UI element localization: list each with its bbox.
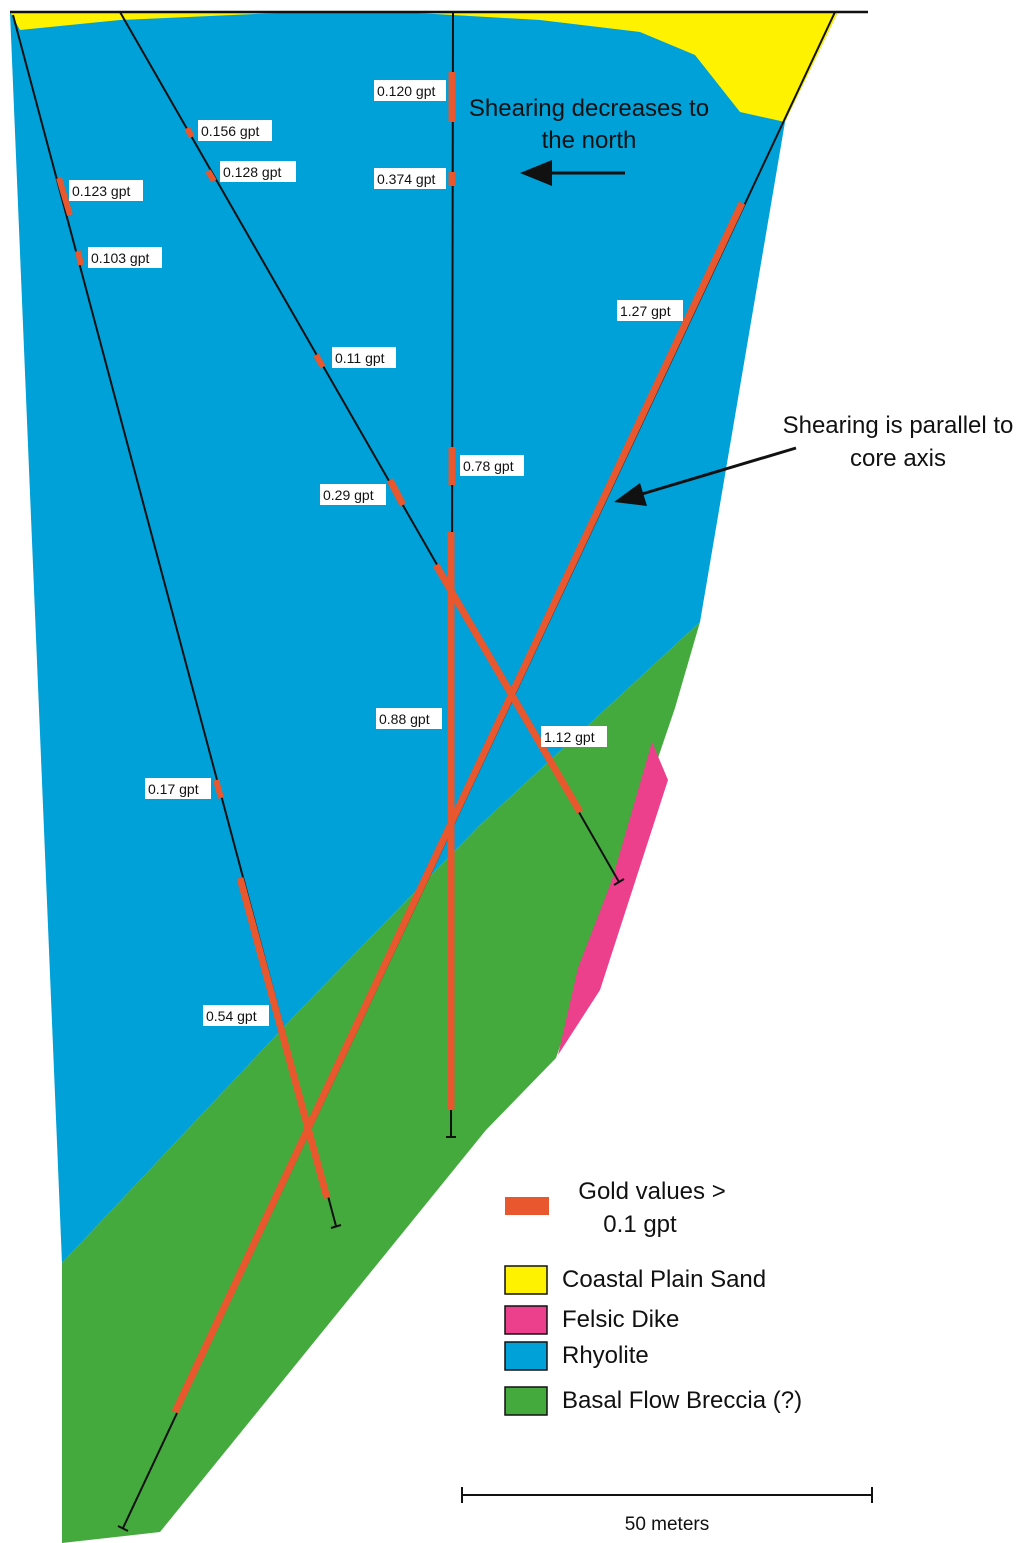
legend-item-felsic-dike: Felsic Dike	[504, 1305, 679, 1335]
svg-text:0.78 gpt: 0.78 gpt	[463, 458, 514, 474]
svg-text:0.103 gpt: 0.103 gpt	[91, 250, 149, 266]
assay-label: 0.11 gpt	[332, 347, 396, 368]
gold-interval	[56, 177, 73, 216]
svg-text:Felsic Dike: Felsic Dike	[562, 1306, 679, 1333]
assay-label: 0.374 gpt	[374, 168, 446, 189]
gold-interval	[213, 779, 224, 799]
gold-intervals	[56, 72, 746, 1414]
svg-text:0.88 gpt: 0.88 gpt	[379, 711, 430, 727]
svg-text:0.374 gpt: 0.374 gpt	[377, 171, 435, 187]
annotation-shearing-north: Shearing decreases to the north	[469, 95, 709, 186]
svg-text:core axis: core axis	[850, 445, 946, 472]
assay-label: 1.27 gpt	[617, 300, 683, 321]
svg-text:Coastal Plain Sand: Coastal Plain Sand	[562, 1266, 766, 1293]
gold-interval	[205, 169, 217, 183]
legend-swatch-gold	[505, 1197, 549, 1215]
gold-interval	[184, 126, 195, 139]
legend-swatch-rhyolite	[504, 1341, 548, 1371]
geologic-units	[10, 12, 838, 1543]
svg-text:Shearing is parallel to: Shearing is parallel to	[783, 412, 1014, 439]
assay-label: 0.156 gpt	[198, 120, 272, 141]
svg-text:0.123 gpt: 0.123 gpt	[72, 183, 130, 199]
assay-label: 0.103 gpt	[88, 247, 162, 268]
scale-bar: 50 meters	[461, 1487, 873, 1535]
drill-hole-c-end-tick	[330, 1224, 342, 1229]
assay-labels: 0.120 gpt 0.374 gpt 0.78 gpt 0.88 gpt 0.…	[69, 80, 683, 1026]
gold-interval	[432, 563, 584, 814]
svg-text:Rhyolite: Rhyolite	[562, 1342, 649, 1369]
legend-swatch-basal-flow-breccia	[504, 1386, 548, 1416]
svg-text:0.29 gpt: 0.29 gpt	[323, 487, 374, 503]
drill-hole-b-end-tick	[613, 878, 625, 886]
coastal-plain-sand-unit	[10, 12, 838, 122]
arrow-down-left-icon	[614, 446, 797, 506]
svg-text:0.17 gpt: 0.17 gpt	[148, 781, 199, 797]
svg-text:1.12 gpt: 1.12 gpt	[544, 729, 595, 745]
gold-interval	[313, 353, 326, 369]
assay-label: 0.29 gpt	[320, 484, 386, 505]
svg-text:0.11 gpt: 0.11 gpt	[335, 350, 385, 366]
legend-item-basal-flow-breccia: Basal Flow Breccia (?)	[504, 1386, 802, 1416]
arrow-left-icon	[520, 160, 625, 186]
assay-label: 1.12 gpt	[541, 726, 607, 747]
svg-text:0.128 gpt: 0.128 gpt	[223, 164, 281, 180]
legend-item-gold: Gold values > 0.1 gpt	[505, 1178, 726, 1238]
svg-text:0.1 gpt: 0.1 gpt	[603, 1211, 677, 1238]
drill-hole-d-end-tick	[117, 1525, 129, 1532]
svg-text:Shearing decreases to: Shearing decreases to	[469, 95, 709, 122]
gold-interval	[171, 201, 746, 1414]
gold-interval	[386, 478, 407, 507]
legend-swatch-felsic-dike	[504, 1305, 548, 1335]
svg-text:0.156 gpt: 0.156 gpt	[201, 123, 259, 139]
felsic-dike-unit	[558, 742, 668, 1055]
svg-text:Basal Flow Breccia (?): Basal Flow Breccia (?)	[562, 1387, 802, 1414]
svg-text:Gold values >: Gold values >	[578, 1178, 725, 1205]
assay-label: 0.128 gpt	[220, 161, 296, 182]
legend: Gold values > 0.1 gpt Coastal Plain Sand…	[504, 1178, 802, 1416]
legend-swatch-coastal-plain-sand	[504, 1265, 548, 1295]
svg-text:the north: the north	[542, 127, 637, 154]
scale-bar-label: 50 meters	[625, 1514, 709, 1535]
assay-label: 0.54 gpt	[203, 1005, 269, 1026]
svg-text:1.27 gpt: 1.27 gpt	[620, 303, 671, 319]
assay-label: 0.17 gpt	[145, 778, 211, 799]
assay-label: 0.88 gpt	[376, 708, 442, 729]
legend-item-rhyolite: Rhyolite	[504, 1341, 649, 1371]
svg-text:0.120 gpt: 0.120 gpt	[377, 83, 435, 99]
svg-text:0.54 gpt: 0.54 gpt	[206, 1008, 257, 1024]
assay-label: 0.78 gpt	[460, 455, 524, 476]
assay-label: 0.123 gpt	[69, 180, 143, 201]
legend-item-coastal-plain-sand: Coastal Plain Sand	[504, 1265, 766, 1295]
assay-label: 0.120 gpt	[374, 80, 446, 101]
rhyolite-unit	[10, 12, 838, 1263]
gold-interval	[75, 250, 84, 266]
annotation-shearing-core-axis: Shearing is parallel to core axis	[614, 412, 1013, 506]
gold-interval	[236, 877, 331, 1199]
